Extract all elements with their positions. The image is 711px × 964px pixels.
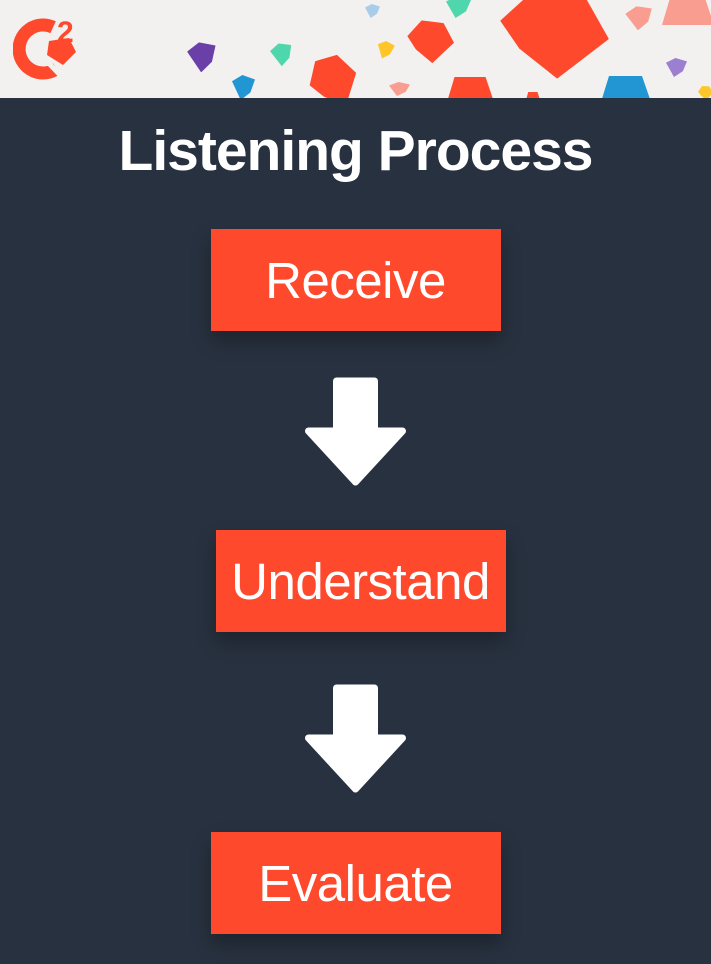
confetti-shape: [376, 40, 396, 61]
g2-logo-notch: [38, 52, 63, 78]
step-box-understand: Understand: [215, 530, 506, 632]
header-band: 2: [0, 0, 711, 98]
confetti-shape: [624, 4, 654, 32]
confetti-shape: [698, 86, 711, 98]
confetti-shape: [269, 41, 295, 68]
confetti-shape: [601, 76, 651, 98]
step-label: Evaluate: [258, 854, 453, 912]
step-label: Understand: [231, 552, 490, 610]
g2-logo-pentagon: [47, 38, 76, 65]
step-label: Receive: [265, 251, 446, 309]
confetti-shape: [365, 4, 380, 18]
g2-logo: 2: [13, 16, 76, 80]
confetti-shape: [666, 58, 687, 77]
down-arrow-icon: [305, 684, 406, 794]
down-arrow-icon: [305, 377, 406, 487]
step-box-evaluate: Evaluate: [210, 832, 501, 934]
confetti-shape: [186, 40, 219, 74]
step-box-receive: Receive: [210, 229, 501, 331]
confetti-shape: [526, 92, 540, 98]
confetti-shape: [446, 0, 471, 18]
main-content: Listening Process Receive Understand Eva…: [0, 98, 711, 964]
confetti-shape: [303, 49, 366, 98]
confetti-shape: [662, 0, 711, 25]
page-title: Listening Process: [118, 119, 594, 183]
confetti-shape: [447, 77, 494, 98]
confetti: [0, 0, 711, 98]
confetti-shape: [406, 19, 456, 64]
confetti-shape: [495, 0, 613, 84]
g2-logo-superscript: 2: [57, 16, 74, 49]
confetti-shape: [389, 82, 410, 96]
confetti-shape: [232, 75, 255, 98]
g2-logo-ring: [13, 18, 61, 80]
